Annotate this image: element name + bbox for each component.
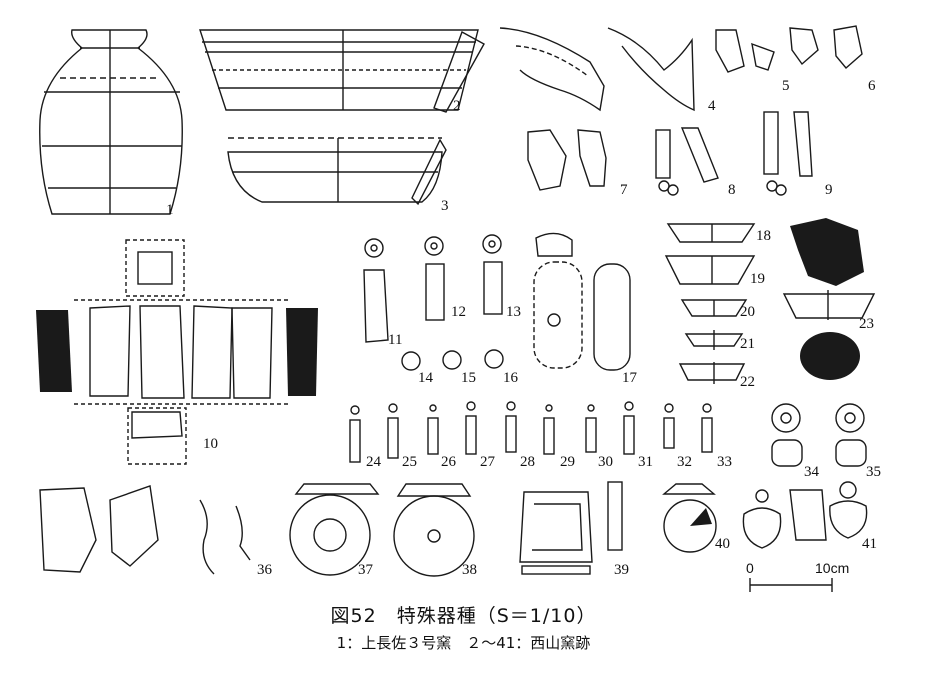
figure-caption-title: 図52 特殊器種（S＝1/10） [330,605,597,627]
item-number: 7 [620,182,628,198]
item-number: 36 [257,562,272,578]
artifact-38-lid-drawing [393,483,475,577]
item-number: 13 [506,304,521,320]
artifact-36-drawing [199,499,251,575]
item-number: 22 [740,374,755,390]
item-number: 11 [388,332,403,348]
item-number: 2 [453,98,461,114]
item-number: 24 [366,454,381,470]
item-number: 27 [480,454,495,470]
artifact-4-spout-drawing [499,27,695,112]
item-number: 10 [203,436,218,452]
artifact-5-fragment-drawing [715,29,775,73]
item-number: 8 [728,182,736,198]
item-number: 28 [520,454,535,470]
item-number: 41 [862,536,877,552]
artifact-18-22-bowls-drawing [664,223,756,384]
item-number: 35 [866,464,881,480]
item-number: 26 [441,454,456,470]
artifact-10-tile-set-drawing [36,239,318,465]
artifact-24-33-beads-drawing [349,401,713,463]
artifact-37-lid-drawing [289,483,380,576]
artifact-23-bowl-drawing [782,218,876,380]
item-number: 6 [868,78,876,94]
artifact-34-35-weights-drawing [771,403,867,467]
artifact-17-object-drawing [533,232,631,371]
artifact-11-13-tubes-drawing [363,234,503,343]
item-number: 17 [622,370,637,386]
item-number: 29 [560,454,575,470]
item-number: 32 [677,454,692,470]
item-number: 34 [804,464,819,480]
item-number: 5 [782,78,790,94]
item-number: 14 [418,370,433,386]
artifact-2-bowl-drawing [199,29,485,113]
scale-bar [749,578,833,592]
item-number: 39 [614,562,629,578]
item-number: 30 [598,454,613,470]
item-number: 4 [708,98,716,114]
item-number: 38 [462,562,477,578]
scale-bar-start-label: 0 [746,560,754,576]
artifact-14-16-discs-drawing [401,349,504,371]
item-number: 19 [750,271,765,287]
item-number: 33 [717,454,732,470]
item-number: 37 [358,562,373,578]
artifact-40-drawing [662,483,717,553]
artifact-39-drawing [519,481,623,575]
artifact-9-fragment-drawing [763,111,813,196]
item-number: 25 [402,454,417,470]
item-number: 3 [441,198,449,214]
item-number: 16 [503,370,518,386]
item-number: 20 [740,304,755,320]
item-number: 18 [756,228,771,244]
item-number: 12 [451,304,466,320]
item-number: 1 [166,202,174,218]
artifact-3-bowl-drawing [227,137,447,206]
artifact-fragments-bottom-left-drawing [39,485,159,573]
scale-bar-end-label: 10cm [815,560,850,576]
artifact-8-fragment-drawing [655,127,719,196]
artifact-6-fragment-drawing [789,25,863,69]
item-number: 40 [715,536,730,552]
artifact-7-fragment-drawing [527,129,607,191]
item-number: 9 [825,182,833,198]
figure-caption-subtitle: 1：上長佐３号窯 ２～41：西山窯跡 [336,634,591,652]
artifact-1-jar-drawing [39,29,183,215]
item-number: 23 [859,316,874,332]
item-number: 21 [740,336,755,352]
artifact-41-drawing [742,481,868,549]
item-number: 31 [638,454,653,470]
item-number: 15 [461,370,476,386]
